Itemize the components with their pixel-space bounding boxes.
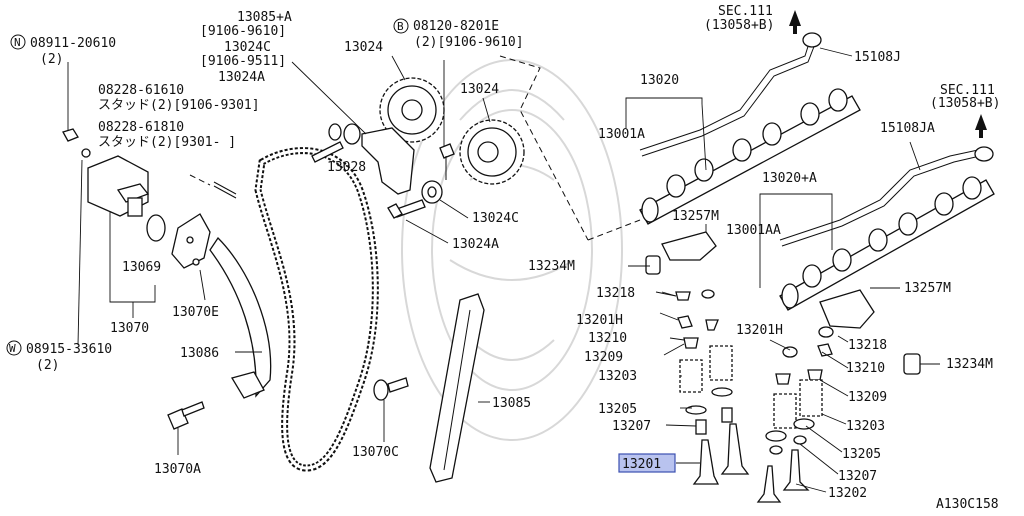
label-13205-left: 13205 [598, 402, 637, 417]
b-symbol-icon [393, 18, 409, 34]
label-13201h-right: 13201H [736, 323, 783, 338]
bolt-13024a-mid [387, 199, 449, 244]
w-symbol-icon [6, 340, 22, 356]
bracket-13028 [291, 61, 415, 195]
chain-guide-13085 [429, 293, 490, 483]
label-13257m-right: 13257M [904, 281, 951, 296]
label-13086: 13086 [180, 346, 219, 361]
valve-parts-left [661, 289, 750, 485]
label-13085a: 13085+A [237, 10, 292, 25]
n-symbol-icon [10, 34, 26, 50]
arrow-up-icon [789, 10, 801, 34]
bolt-08120 [439, 60, 455, 180]
label-13070e: 13070E [172, 305, 219, 320]
n-symbol: N [14, 36, 21, 49]
label-13203-left: 13203 [598, 369, 637, 384]
washer-13024c-top [311, 123, 361, 163]
label-13069: 13069 [122, 260, 161, 275]
label-15108j: 15108J [854, 50, 901, 65]
lifter-13234m-left [628, 255, 661, 275]
chain-guide-13086 [209, 236, 272, 399]
label-13218-left: 13218 [596, 286, 635, 301]
label-13203-right: 13203 [846, 419, 885, 434]
camshaft-13020 [625, 88, 861, 225]
label-13070a: 13070A [154, 462, 201, 477]
timing-chain [254, 147, 379, 472]
label-13024c-top: 13024C [224, 40, 271, 55]
cam-sprocket-right [459, 97, 525, 185]
label-13001aa: 13001AA [726, 223, 781, 238]
camshaft-13020a [759, 176, 995, 311]
label-08120-sub: (2)[9106-9610] [414, 35, 524, 50]
label-13024c-mid: 13024C [472, 211, 519, 226]
label-13001a: 13001A [598, 127, 645, 142]
rocker-arm-13257m-right [819, 287, 900, 329]
bolt-13070a [167, 401, 205, 455]
highlighted-part-box[interactable] [618, 453, 676, 473]
label-08228a: 08228-61610 [98, 83, 184, 98]
label-13024c-sub: [9106-9511] [200, 54, 286, 69]
oil-pipe-15108j [639, 32, 853, 157]
label-13024a-top: 13024A [218, 70, 265, 85]
label-sec111-b: SEC.111 [940, 83, 995, 98]
label-08228a-sub: スタッド(2)[9106-9301] [98, 98, 260, 113]
label-13070c: 13070C [352, 445, 399, 460]
bolt-13070c [373, 377, 409, 442]
label-13201-highlighted[interactable]: 13201 [622, 457, 661, 472]
lifter-13234m-right [903, 353, 940, 375]
label-08228b-sub: スタッド(2)[9301- ] [98, 135, 236, 150]
label-13205-right: 13205 [842, 447, 881, 462]
label-08915: 08915-33610 [26, 342, 112, 357]
label-13257m-top: 13257M [672, 209, 719, 224]
label-13207-left: 13207 [612, 419, 651, 434]
label-08120: 08120-8201E [413, 19, 499, 34]
label-13024-left: 13024 [344, 40, 383, 55]
tensioner-assembly [62, 62, 237, 346]
arrow-up-icon [975, 114, 987, 138]
callout-labels: N W B 08911-20610 (2) 08228-61610 スタッド(2… [6, 4, 1000, 512]
valve-parts-right [756, 326, 834, 503]
label-13209-right: 13209 [848, 390, 887, 405]
label-13028: 13028 [327, 160, 366, 175]
label-15108ja: 15108JA [880, 121, 935, 136]
label-13020a: 13020+A [762, 171, 817, 186]
label-08915-qty: (2) [36, 358, 59, 373]
label-13207-right: 13207 [838, 469, 877, 484]
label-13201h-left: 13201H [576, 313, 623, 328]
label-sec111-a: SEC.111 [718, 4, 773, 19]
label-sec111-b-sub: (13058+B) [930, 96, 1000, 111]
label-13085a-sub: [9106-9610] [200, 24, 286, 39]
b-symbol: B [397, 20, 404, 33]
label-13024a-mid: 13024A [452, 237, 499, 252]
label-13210-right: 13210 [846, 361, 885, 376]
label-08911-qty: (2) [40, 52, 63, 67]
label-13210-left: 13210 [588, 331, 627, 346]
label-08911: 08911-20610 [30, 36, 116, 51]
label-13234m-left: 13234M [528, 259, 575, 274]
label-13209-left: 13209 [584, 350, 623, 365]
cam-sprocket-left [379, 55, 445, 143]
label-13024-right: 13024 [460, 82, 499, 97]
label-08228b: 08228-61810 [98, 120, 184, 135]
label-13202: 13202 [828, 486, 867, 501]
label-13070: 13070 [110, 321, 149, 336]
oil-pipe-15108ja [779, 141, 994, 247]
washer-13024c-mid [421, 180, 469, 219]
w-symbol: W [9, 342, 16, 355]
label-13234m-right: 13234M [946, 357, 993, 372]
rocker-arm-13257m-top [661, 224, 717, 261]
label-13085: 13085 [492, 396, 531, 411]
label-13218-right: 13218 [848, 338, 887, 353]
label-13020: 13020 [640, 73, 679, 88]
diagram-id: A130C158 [936, 497, 999, 511]
label-sec111-a-sub: (13058+B) [704, 18, 774, 33]
